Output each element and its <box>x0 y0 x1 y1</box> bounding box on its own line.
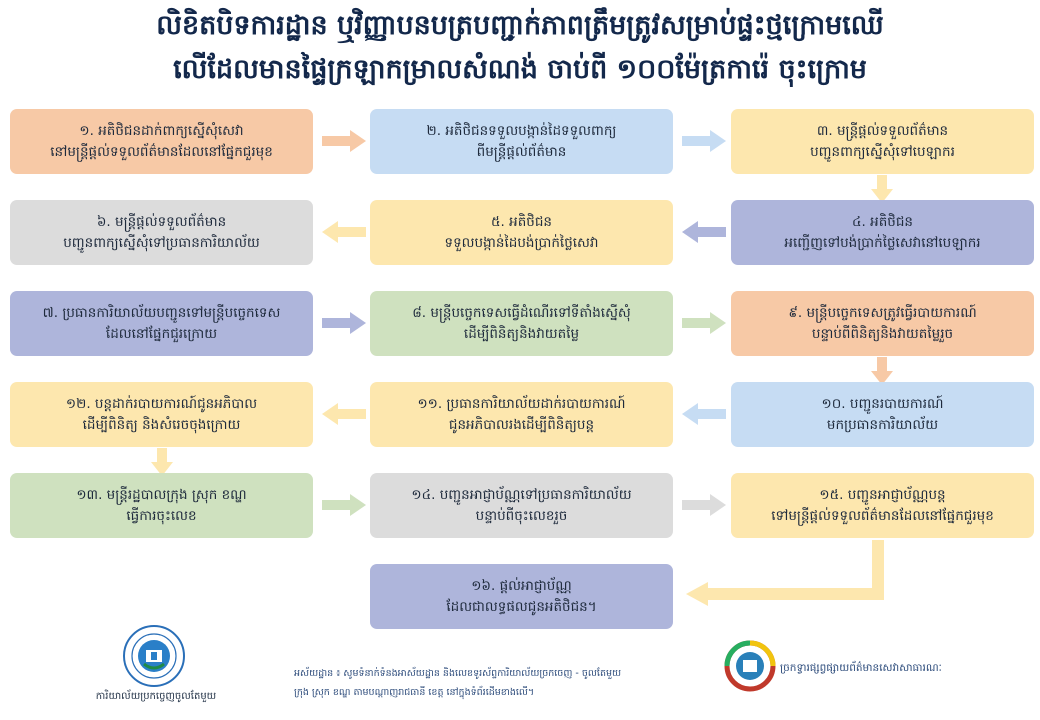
step-4: ៤. អតិថិជនអញ្ជើញទៅបង់ប្រាក់ថ្លៃសេវានៅបេឡ… <box>731 200 1034 265</box>
step-12: ១២. បន្តដាក់របាយការណ៍ជូនអភិបាលដើម្បីពិនិ… <box>10 382 313 447</box>
title-line-1: លិខិតបិទការដ្ឋាន ឬវិញ្ញាបនបត្របញ្ជាក់ភាព… <box>156 10 884 41</box>
arrow-15-to-16-vertical <box>872 540 884 600</box>
title-line-2: លើដែលមានផ្ទៃក្រឡាកម្រាលសំណង់ ចាប់ពី ១០០ម… <box>173 54 867 85</box>
step-16: ១៦. ផ្តល់អាជ្ញាប័ណ្ណដែលជាលទ្ធផលជូនអតិថិជ… <box>370 564 673 629</box>
arrow-9-to-10 <box>871 357 893 385</box>
step-6: ៦. មន្ត្រីផ្តល់ទទួលព័ត៌មានបញ្ជូនពាក្យស្ន… <box>10 200 313 265</box>
arrow-3-to-4 <box>871 175 893 203</box>
arrow-7-to-8 <box>322 312 366 334</box>
step-8: ៨. មន្ត្រីបច្ចេកទេសធ្វើដំណើរទៅទីតាំងស្នើ… <box>370 291 673 356</box>
right-logo-caption: ច្រកទ្វារផ្សព្វផ្សាយព័ត៌មានសេវាសាធារណៈ <box>780 662 942 674</box>
arrow-1-to-2 <box>322 130 366 152</box>
arrow-13-to-14 <box>322 494 366 516</box>
step-9: ៩. មន្ត្រីបច្ចេកទេសត្រូវធ្វើរបាយការណ៍បន្… <box>731 291 1034 356</box>
step-13: ១៣. មន្ត្រីរដ្ឋបាលក្រុង ស្រុក ខណ្ឌធ្វើកា… <box>10 473 313 538</box>
step-2: ២. អតិថិជនទទួលបង្កាន់ដៃទទួលពាក្យពីមន្ត្រ… <box>370 109 673 174</box>
arrow-15-to-16-horizontal <box>708 588 884 600</box>
arrow-14-to-15 <box>682 494 726 516</box>
arrow-5-to-6 <box>322 221 366 243</box>
step-3: ៣. មន្ត្រីផ្តល់ទទួលព័ត៌មានបញ្ជូនពាក្យស្ន… <box>731 109 1034 174</box>
step-7: ៧. ប្រធានការិយាល័យបញ្ជូនទៅមន្ត្រីបច្ចេកទ… <box>10 291 313 356</box>
public-service-portal-icon <box>724 640 776 692</box>
diagram-title: លិខិតបិទការដ្ឋាន ឬវិញ្ញាបនបត្របញ្ជាក់ភាព… <box>0 4 1040 92</box>
arrow-12-to-13 <box>151 448 173 476</box>
arrow-8-to-9 <box>682 312 726 334</box>
step-11: ១១. ប្រធានការិយាល័យដាក់របាយការណ៍ជូនអភិបា… <box>370 382 673 447</box>
address-footnote: អស័យដ្ឋាន ៖ សូមទំនាក់ទំនងអាស័យដ្ឋាន និងល… <box>294 664 684 702</box>
arrow-11-to-12 <box>322 403 366 425</box>
step-5: ៥. អតិថិជនទទួលបង្កាន់ដៃបង់ប្រាក់ថ្លៃសេវា <box>370 200 673 265</box>
government-seal-icon <box>123 625 185 687</box>
footnote-line-1: អស័យដ្ឋាន ៖ សូមទំនាក់ទំនងអាស័យដ្ឋាន និងល… <box>294 668 622 679</box>
arrow-2-to-3 <box>682 130 726 152</box>
step-15: ១៥. បញ្ជូនអាជ្ញាប័ណ្ណបន្តទៅមន្ត្រីផ្តល់ទ… <box>731 473 1034 538</box>
left-logo-caption: ការិយាល័យប្រកច្ចេញចូលតែមួយ <box>95 691 217 702</box>
step-10: ១០. បញ្ជូនរបាយការណ៍មកប្រធានការិយាល័យ <box>731 382 1034 447</box>
arrow-15-to-16-head <box>686 582 708 606</box>
footnote-line-2: ក្រុង ស្រុក ខណ្ឌ តាមបណ្តាញរាជធានី ខេត្ត … <box>294 687 535 698</box>
arrow-4-to-5 <box>682 221 726 243</box>
step-1: ១. អតិថិជនដាក់ពាក្យស្នើសុំសេវានៅមន្ត្រីផ… <box>10 109 313 174</box>
arrow-10-to-11 <box>682 403 726 425</box>
step-14: ១៤. បញ្ជូនអាជ្ញាប័ណ្ណទៅប្រធានការិយាល័យបន… <box>370 473 673 538</box>
